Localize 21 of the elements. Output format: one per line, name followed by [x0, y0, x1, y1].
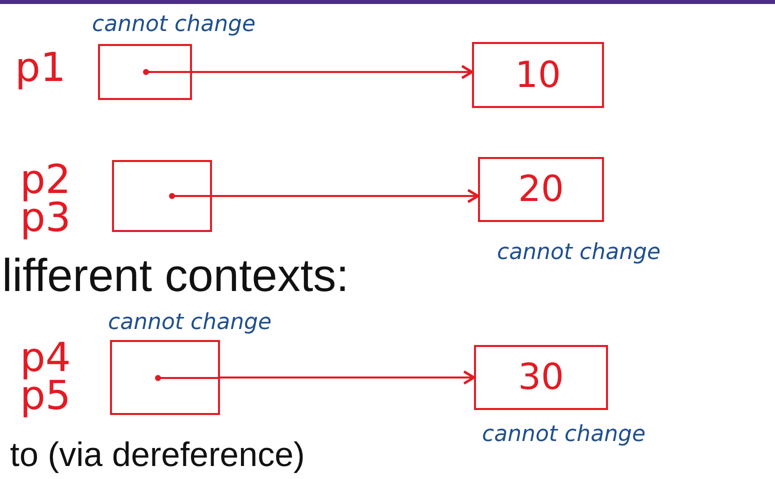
annotation-note: cannot change: [482, 424, 646, 446]
pointer-box: [110, 340, 220, 415]
value-box: [478, 157, 604, 222]
value-box: [474, 345, 608, 410]
arrow: [220, 370, 476, 385]
slide-text: lifferent contexts:: [2, 252, 349, 298]
arrow: [212, 188, 480, 204]
value-text: 10: [515, 54, 561, 96]
slide-text: to (via dereference): [10, 438, 305, 472]
pointer-box: [98, 44, 192, 100]
arrow: [192, 64, 474, 80]
pointer-name: p1: [15, 48, 66, 88]
annotation-note: cannot change: [497, 242, 661, 264]
annotation-note: cannot change: [92, 14, 256, 36]
value-text: 20: [518, 169, 564, 210]
value-text: 30: [518, 357, 564, 398]
pointer-name: p2: [20, 160, 71, 200]
pointer-box: [112, 160, 212, 232]
annotation-note: cannot change: [108, 312, 272, 334]
value-box: [472, 42, 604, 108]
pointer-name: p4: [20, 338, 71, 378]
